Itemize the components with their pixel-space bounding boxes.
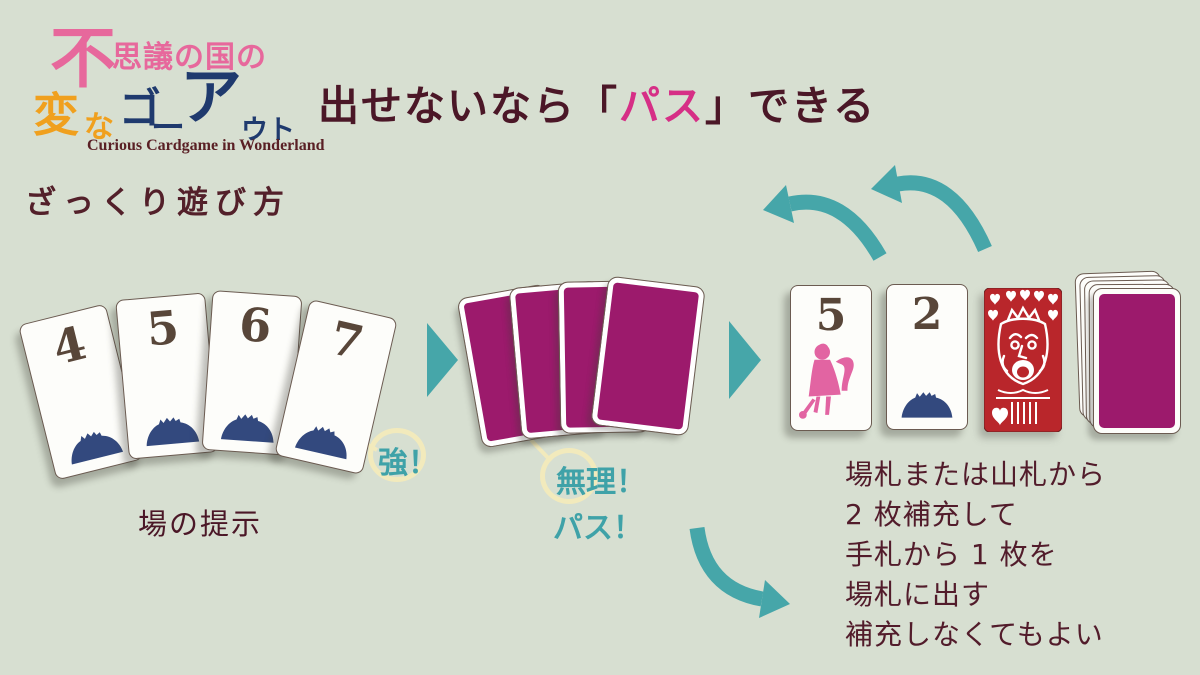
arrow-right-icon bbox=[427, 323, 458, 397]
page-title: 出せないなら「パス」できる bbox=[318, 72, 876, 132]
card-rank: 6 bbox=[237, 297, 274, 354]
curved-arrow-left-head bbox=[871, 165, 902, 203]
card-back-face bbox=[1099, 294, 1175, 428]
logo-a: ア bbox=[180, 60, 243, 133]
curved-arrow-down-icon bbox=[689, 526, 764, 607]
field-card-6: 6 bbox=[201, 290, 303, 456]
instruction-line: 2 枚補充して bbox=[845, 498, 1018, 531]
logo-uto: ウト bbox=[241, 115, 295, 146]
logo-go: ゴ bbox=[119, 84, 162, 133]
card-rank: 5 bbox=[144, 299, 182, 357]
queen-of-hearts-card bbox=[984, 288, 1062, 432]
card-rank: 4 bbox=[47, 315, 92, 376]
curved-arrow-left-head bbox=[763, 185, 794, 223]
instruction-text: 場札または山札から 2 枚補充して 手札から 1 枚を 場札に出す 補充しなくて… bbox=[845, 455, 1106, 655]
strong-callout: 強！ bbox=[378, 446, 438, 481]
instruction-line: 場札または山札から bbox=[845, 458, 1107, 491]
card-back bbox=[590, 275, 706, 437]
logo-subtitle: 思議の国の bbox=[112, 40, 267, 75]
drawn-card-5: 5 bbox=[790, 285, 872, 431]
card-rank: 2 bbox=[911, 289, 943, 340]
hedgehog-icon bbox=[146, 417, 200, 447]
hedgehog-icon bbox=[901, 392, 953, 418]
hedgehog-icon bbox=[294, 426, 347, 460]
field-caption: 場の提示 bbox=[138, 507, 263, 541]
logo-hen: 変 bbox=[33, 88, 79, 142]
title-before: 出せないなら bbox=[318, 82, 576, 130]
curved-arrow-down-head bbox=[759, 580, 790, 618]
logo-dash: ー bbox=[151, 108, 185, 148]
logo-na: な bbox=[84, 110, 114, 145]
instruction-line: 手札から 1 枚を bbox=[845, 538, 1058, 571]
hedgehog-icon bbox=[71, 431, 124, 465]
pass-bubble bbox=[540, 448, 598, 504]
curved-arrow-left-icon bbox=[788, 194, 887, 261]
card-rank: 5 bbox=[815, 290, 847, 341]
alice-flamingo-icon bbox=[799, 343, 854, 419]
drawn-card-2: 2 bbox=[886, 284, 968, 430]
section-label: ざっくり遊び方 bbox=[25, 185, 291, 221]
hedgehog-icon bbox=[220, 414, 274, 443]
strong-bubble bbox=[368, 428, 426, 482]
card-rank: 7 bbox=[325, 310, 369, 371]
title-highlight: パス bbox=[619, 82, 705, 130]
field-card-5: 5 bbox=[115, 292, 219, 460]
logo-english-tagline: Curious Cardgame in Wonderland bbox=[87, 137, 325, 154]
title-bracket: 「 bbox=[576, 82, 619, 130]
instruction-line: 補充しなくてもよい bbox=[845, 618, 1104, 651]
field-card-7: 7 bbox=[274, 298, 398, 476]
field-card-4: 4 bbox=[17, 303, 145, 481]
impossible-callout: 無理！ bbox=[556, 465, 646, 500]
curved-arrow-left-icon bbox=[896, 175, 992, 253]
instruction-line: 場札に出す bbox=[845, 578, 991, 611]
deck-top-card bbox=[1093, 288, 1181, 434]
title-bracket: 」 bbox=[705, 82, 748, 130]
logo-fu: 不 bbox=[50, 20, 116, 97]
arrow-right-icon bbox=[729, 321, 761, 399]
title-after: できる bbox=[748, 82, 877, 130]
pass-callout: パス！ bbox=[553, 511, 643, 546]
